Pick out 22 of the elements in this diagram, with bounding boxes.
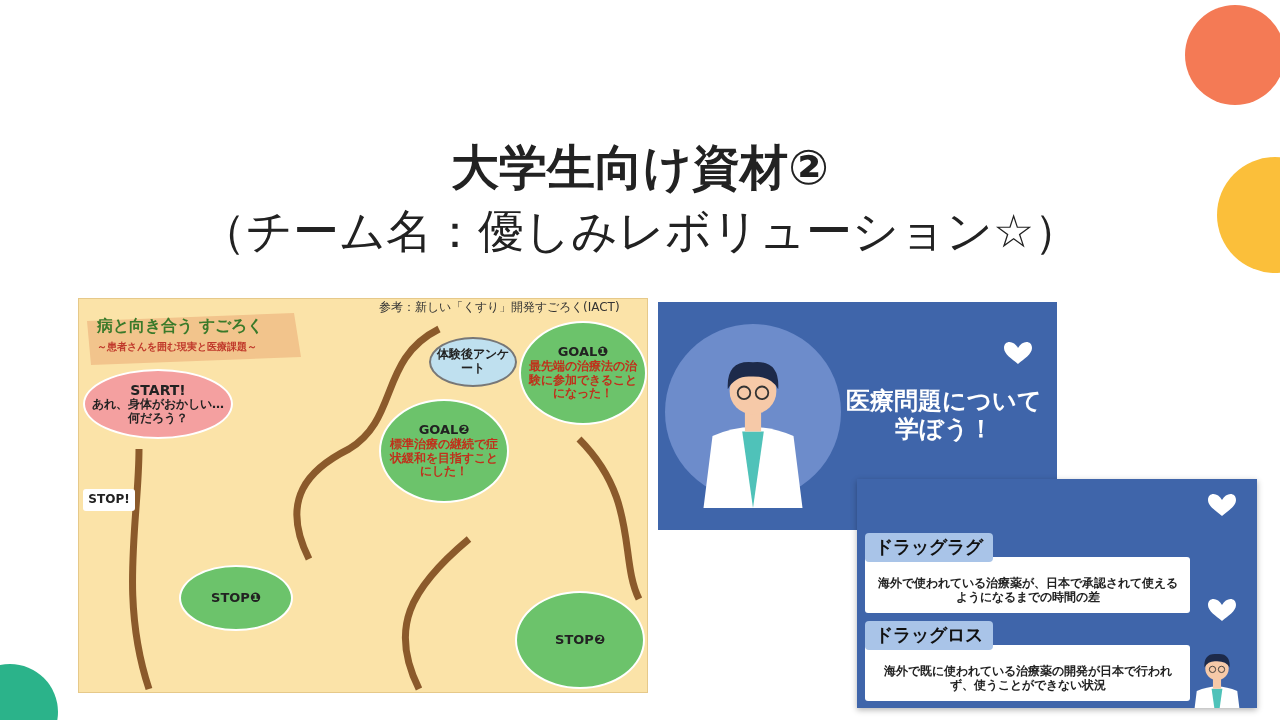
bubble-heading: STOP❷ <box>554 632 606 648</box>
bubble-heading: 医療問題について学ぼう！ <box>844 388 1043 444</box>
card-text: 海外で既に使われている治療薬の開発が日本で行われず、使うことができない状況 <box>882 665 1173 693</box>
bubble-text: 標準治療の継続で症状緩和を目指すことにした！ <box>388 437 499 480</box>
board-subtitle: ～患者さんを囲む現実と医療課題～ <box>97 341 257 353</box>
card-text: 海外で使われている治療薬が、日本で承認されて使えるようになるまでの時間の差 <box>876 577 1179 605</box>
bubble-heading: 体験後アンケート <box>436 348 510 376</box>
bubble-heading: GOAL❷ <box>417 422 471 438</box>
bubble-heading: GOAL❶ <box>556 344 610 360</box>
bubble-heading: STOP❶ <box>210 590 262 606</box>
survey-bubble <box>429 337 517 387</box>
slide-thumbnail <box>857 479 1257 708</box>
card-heading: ドラッグラグ <box>865 533 993 562</box>
slide-title: 大学生向け資材② <box>450 140 830 196</box>
bubble-text: あれ、身体がおかしい…何だろう？ <box>91 398 225 426</box>
bubble-text: 最先端の治療法の治験に参加できることになった！ <box>527 359 638 402</box>
reference-note: 参考：新しい「くすり」開発すごろく(IACT) <box>379 301 620 315</box>
slide-subtitle: （チーム名：優しみレボリューション☆） <box>198 205 1082 258</box>
board-title: 病と向き合う すごろく <box>97 317 263 336</box>
bubble-heading: START! <box>130 382 187 399</box>
bubble-heading: STOP! <box>87 493 131 507</box>
card-heading: ドラッグロス <box>865 621 993 650</box>
